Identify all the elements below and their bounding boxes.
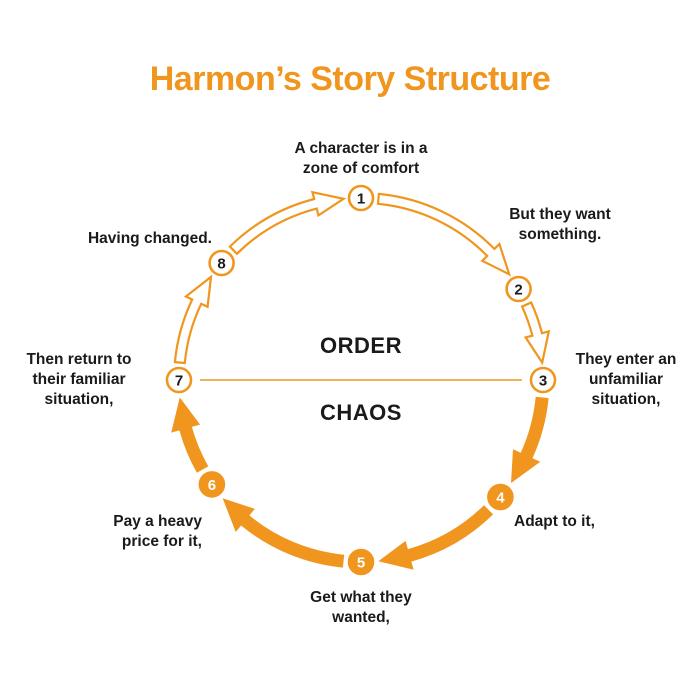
stage-5-circle bbox=[347, 548, 375, 576]
arrow-3-to-4 bbox=[511, 396, 549, 484]
stage-6-label: Pay a heavy price for it, bbox=[113, 513, 202, 550]
stage-8-number: 8 bbox=[217, 256, 225, 273]
stage-2-label: But they want something. bbox=[509, 206, 611, 243]
stage-7-number: 7 bbox=[175, 373, 183, 390]
stage-1-number: 1 bbox=[357, 191, 365, 208]
arrow-5-to-6 bbox=[222, 498, 345, 568]
stage-1-node: 1 bbox=[347, 184, 375, 212]
stage-2-number: 2 bbox=[514, 282, 522, 299]
stage-1-circle bbox=[347, 184, 375, 212]
order-label: ORDER bbox=[320, 333, 402, 358]
stage-7-label: Then return to their familiar situation, bbox=[26, 351, 132, 408]
diagram-title: Harmon’s Story Structure bbox=[149, 60, 551, 98]
stage-5-node: 5 bbox=[347, 548, 375, 576]
arrow-1-to-2 bbox=[376, 192, 512, 277]
arrow-4-to-5 bbox=[378, 505, 494, 570]
stage-6-node: 6 bbox=[198, 471, 226, 498]
stage-2-node: 2 bbox=[505, 275, 532, 303]
chaos-label: CHAOS bbox=[320, 400, 402, 425]
stage-7-node: 7 bbox=[165, 366, 193, 394]
arrow-2-to-3 bbox=[520, 301, 551, 366]
stage-5-label: Get what they wanted, bbox=[310, 589, 412, 626]
stage-5-number: 5 bbox=[357, 555, 365, 572]
stage-4-label: Adapt to it, bbox=[514, 513, 595, 530]
stage-8-circle bbox=[208, 249, 235, 277]
stage-4-node: 4 bbox=[487, 483, 514, 511]
arrows-layer bbox=[171, 190, 551, 570]
stage-4-number: 4 bbox=[496, 490, 505, 507]
stage-6-number: 6 bbox=[208, 477, 216, 494]
stage-3-number: 3 bbox=[539, 373, 547, 390]
stage-4-circle bbox=[487, 483, 514, 511]
stage-2-circle bbox=[505, 275, 532, 303]
stage-7-circle bbox=[165, 366, 193, 394]
stage-1-label: A character is in a zone of comfort bbox=[294, 140, 428, 177]
arrow-7-to-8 bbox=[173, 274, 213, 365]
arrow-6-to-7 bbox=[171, 397, 209, 473]
stage-8-node: 8 bbox=[208, 249, 235, 277]
arrow-8-to-1 bbox=[228, 190, 347, 256]
nodes-layer: 1 2 3 4 5 6 7 8 bbox=[165, 184, 557, 576]
stage-8-label: Having changed. bbox=[87, 230, 212, 247]
stage-6-circle bbox=[198, 471, 226, 498]
stage-3-circle bbox=[529, 366, 557, 394]
stage-3-node: 3 bbox=[529, 366, 557, 394]
stage-3-label: They enter an unfamiliar situation, bbox=[575, 351, 677, 408]
